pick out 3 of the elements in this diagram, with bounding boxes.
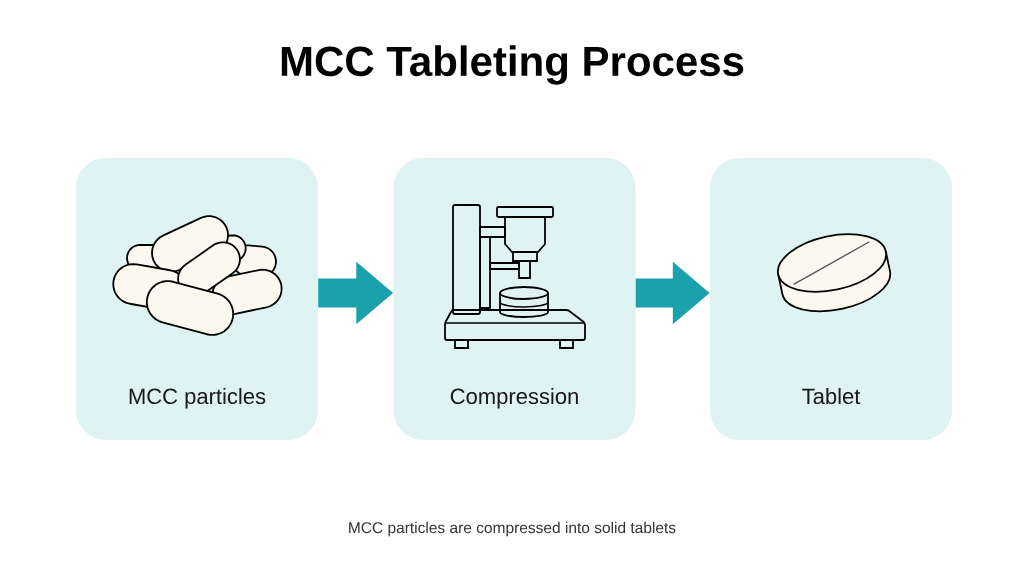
title: MCC Tableting Process bbox=[281, 45, 744, 85]
caption: MCC particles are compressed into solid tablets bbox=[349, 521, 676, 537]
process-box: Compression bbox=[393, 158, 636, 440]
